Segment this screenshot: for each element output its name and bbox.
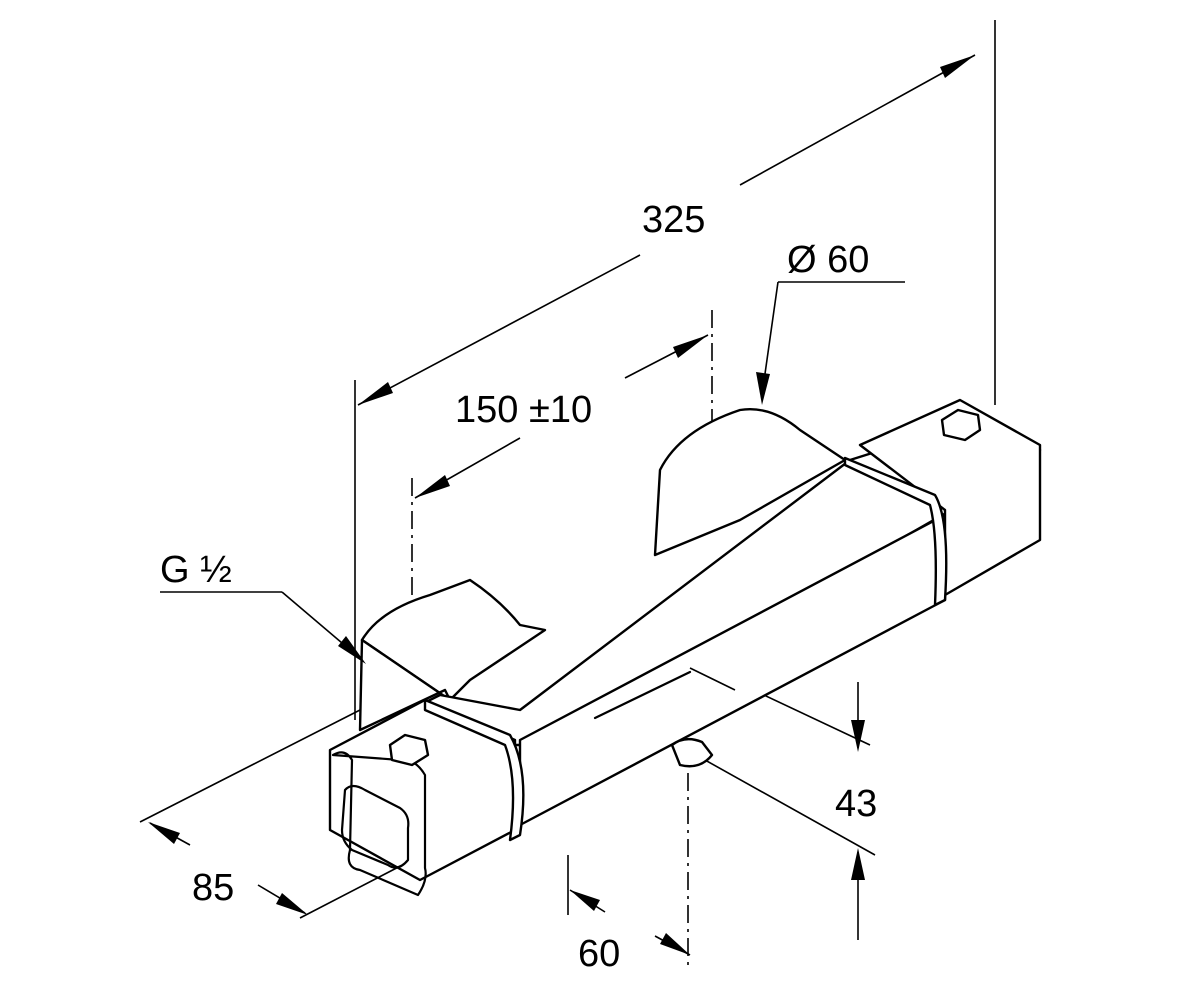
leader-thread	[160, 591, 366, 664]
dim-line-85	[148, 822, 308, 915]
outlet-stub	[670, 737, 714, 768]
dim-label-knob-diameter: Ø 60	[787, 239, 869, 281]
mixer-body	[328, 398, 1042, 897]
dim-line-43	[851, 682, 865, 940]
dim-label-depth: 85	[192, 867, 234, 909]
left-collar	[423, 698, 525, 842]
dim-line-60	[569, 889, 691, 956]
right-collar	[843, 456, 948, 607]
dim-label-outlet-offset: 60	[578, 933, 620, 975]
left-end-face-inner	[340, 784, 410, 869]
dim-line-150	[414, 334, 709, 499]
right-knob-housing	[653, 408, 847, 557]
dim-line-325	[357, 54, 976, 406]
dim-label-connection-thread: G ½	[160, 549, 232, 591]
left-end-face	[331, 751, 427, 897]
right-end-block	[858, 398, 1042, 597]
left-inlet-front	[358, 638, 452, 732]
dim-label-overall-length: 325	[642, 199, 705, 241]
leader-diameter	[756, 281, 905, 405]
nut-left	[388, 733, 430, 767]
dim-label-outlet-height: 43	[835, 783, 877, 825]
dim-label-center-distance: 150 ±10	[455, 389, 592, 431]
nut-right	[940, 408, 982, 442]
